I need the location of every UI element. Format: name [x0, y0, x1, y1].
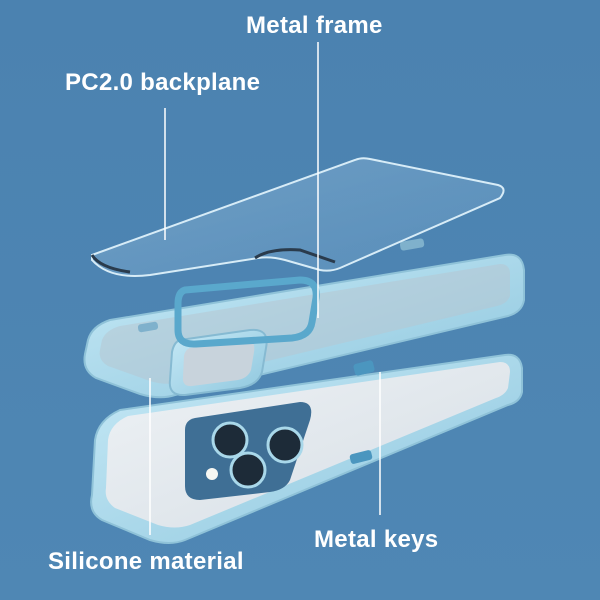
silicone-case-bottom [90, 353, 523, 544]
flash [206, 468, 218, 480]
label-silicone-material: Silicone material [48, 548, 244, 575]
camera-lens-1 [211, 421, 249, 459]
silicone-case-middle [83, 238, 525, 399]
metal-frame-ring [174, 276, 320, 348]
pc-backplane [90, 157, 505, 277]
metal-key-upper [353, 360, 375, 376]
camera-lens-3 [229, 451, 267, 489]
camera-lens-2 [266, 426, 304, 464]
label-backplane: PC2.0 backplane [65, 69, 261, 96]
label-metal-frame: Metal frame [246, 12, 383, 39]
label-metal-keys: Metal keys [314, 526, 439, 553]
metal-key-lower [349, 450, 373, 464]
